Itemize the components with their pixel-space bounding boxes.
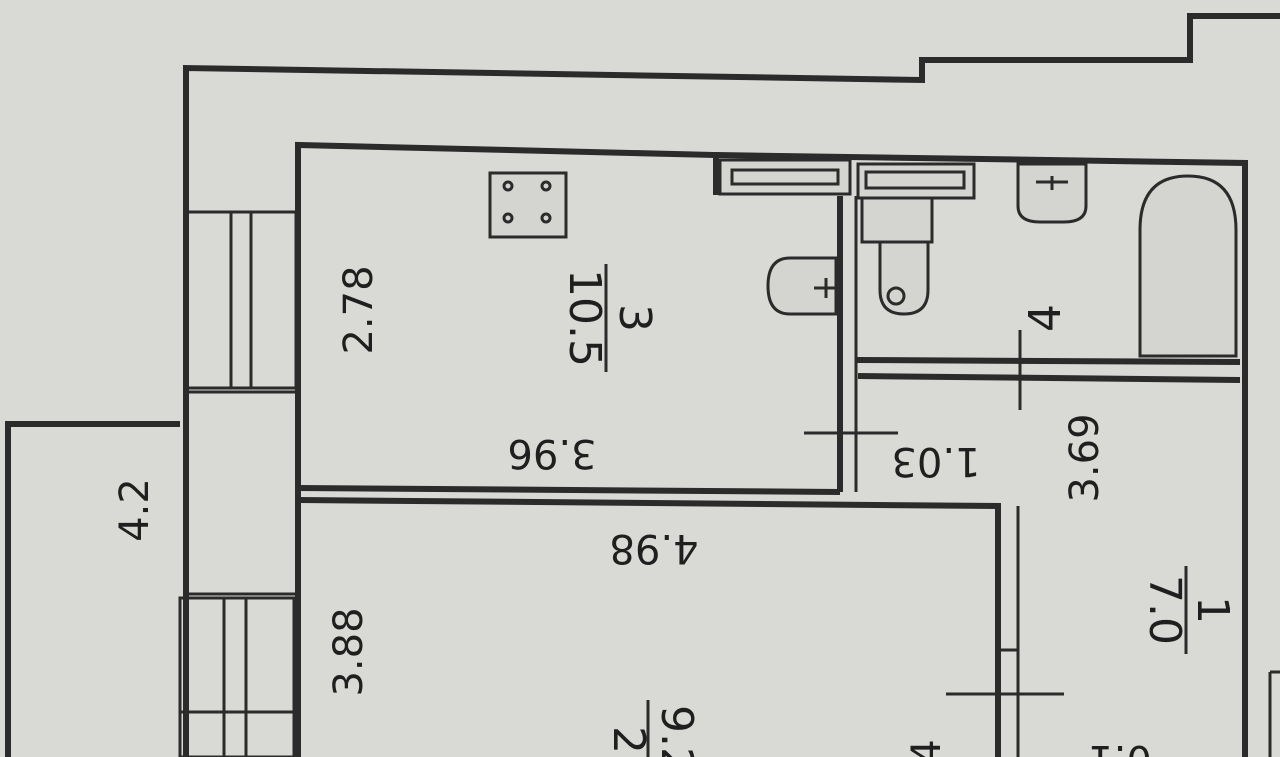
dim-room2-width: 3.88 bbox=[326, 607, 372, 696]
dimension-ticks bbox=[804, 330, 1064, 696]
room-area: 7.0 bbox=[1139, 575, 1190, 645]
room-1-label: 1 7.0 bbox=[1139, 566, 1238, 654]
dim-door-width: 1.03 bbox=[891, 438, 980, 484]
room-area: 9.2 bbox=[651, 705, 702, 757]
dim-room3-length: 3.96 bbox=[507, 430, 596, 476]
sink-icon bbox=[766, 256, 838, 316]
toilet-icon bbox=[860, 196, 934, 316]
room-number: 2 bbox=[603, 726, 654, 754]
dim-balcony-length: 4.2 bbox=[112, 478, 158, 542]
dim-room3-width: 2.78 bbox=[336, 265, 382, 354]
partial-label-right: 0.1 bbox=[1088, 736, 1152, 757]
window-top bbox=[184, 210, 298, 390]
radiator-icon bbox=[718, 158, 976, 200]
room-3-label: 3 10.5 bbox=[559, 264, 660, 372]
washbasin-icon bbox=[1016, 162, 1088, 224]
bathtub-icon bbox=[1138, 174, 1238, 358]
outer-walls bbox=[5, 13, 1280, 757]
room-4-number: 4 bbox=[1020, 304, 1071, 332]
room-2-label: 2 9.2 bbox=[603, 700, 702, 757]
room-number: 3 bbox=[609, 304, 660, 332]
inner-walls bbox=[295, 141, 1248, 757]
window-bottom bbox=[178, 596, 296, 757]
dim-room1-length: 3.69 bbox=[1062, 413, 1108, 502]
room-area: 10.5 bbox=[559, 269, 610, 367]
stove-icon bbox=[488, 171, 568, 239]
room-number: 1 bbox=[1187, 596, 1238, 624]
partial-label-left: 4 bbox=[904, 739, 950, 757]
dim-room2-length: 4.98 bbox=[609, 525, 698, 571]
